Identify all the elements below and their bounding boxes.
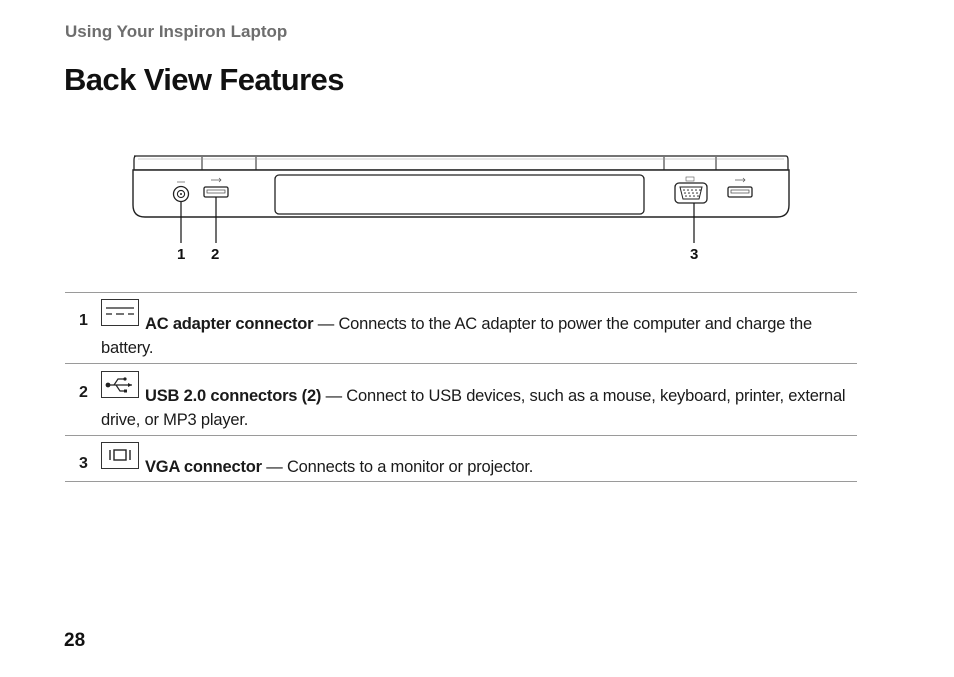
callout-number-2: 2 [211,246,220,263]
feature-text: VGA connector — Connects to a monitor or… [101,455,853,479]
usb-icon [101,371,139,398]
dc-power-icon [101,299,139,326]
page-title: Back View Features [64,62,344,97]
feature-description: — Connect to USB devices, such as a mous… [101,387,846,429]
feature-text: AC adapter connector — Connects to the A… [101,312,853,360]
usb-port-left [203,177,229,198]
feature-name: VGA connector [145,458,262,476]
base-body [132,169,790,218]
feature-number: 2 [79,384,88,401]
vga-icon [101,442,139,469]
feature-name: AC adapter connector [145,315,314,333]
feature-name: USB 2.0 connectors (2) [145,387,322,405]
table-rule [65,435,857,436]
callout-number-3: 3 [690,246,699,263]
page-number: 28 [64,630,86,651]
table-rule-bottom [65,481,857,482]
feature-number: 1 [79,312,88,329]
section-title: Using Your Inspiron Laptop [65,22,288,41]
table-rule-top [65,292,857,293]
dc-in-port [172,181,190,203]
battery-bay [274,174,645,215]
feature-number: 3 [79,455,88,472]
callout-number-1: 1 [177,246,186,263]
lid-hinge-strip [133,155,789,171]
feature-description: — Connects to a monitor or projector. [261,458,534,476]
feature-description: — Connects to the AC adapter to power th… [101,315,812,357]
table-rule [65,363,857,364]
laptop-back-view-illustration [132,155,790,243]
vga-port [674,176,708,204]
usb-port-right [727,177,753,198]
feature-text: USB 2.0 connectors (2) — Connect to USB … [101,384,853,432]
